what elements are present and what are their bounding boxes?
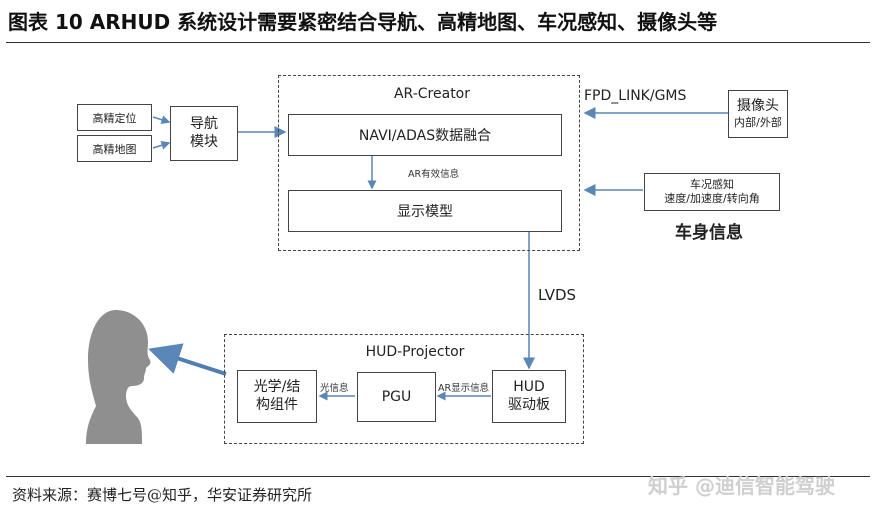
hd-map-box: 高精地图: [77, 135, 152, 162]
title-underline: [6, 42, 870, 43]
ar-display-info-label: AR显示信息: [438, 383, 490, 394]
head-silhouette-icon: [86, 310, 151, 444]
footer-rule: [6, 476, 870, 477]
arrow-projection: [148, 343, 227, 376]
ar-creator-title: AR-Creator: [393, 86, 470, 102]
hd-map-label: 高精地图: [92, 142, 137, 156]
fusion-label: NAVI/ADAS数据融合: [358, 128, 492, 144]
light-info-label: 光信息: [320, 383, 349, 394]
lvds-label: LVDS: [538, 286, 577, 304]
nav-module-box: 导航 模块: [170, 106, 238, 161]
source-note: 资料来源：赛博七号@知乎，华安证券研究所: [12, 486, 313, 504]
ar-info-label: AR有效信息: [408, 169, 460, 180]
fpd-link-label: FPD_LINK/GMS: [584, 88, 687, 104]
watermark: 知乎 @迪信智能驾驶: [648, 474, 835, 498]
camera-subtitle: 内部/外部: [734, 115, 782, 129]
vehicle-info-caption: 车身信息: [675, 223, 743, 243]
vehicle-state-box: 车况感知 速度/加速度/转向角: [644, 173, 780, 211]
fusion-box: NAVI/ADAS数据融合: [288, 114, 562, 156]
hd-positioning-label: 高精定位: [92, 111, 137, 125]
camera-box: 摄像头 内部/外部: [728, 90, 788, 138]
arrow-hd-positioning: [152, 115, 171, 125]
hud-board-line2: 驱动板: [508, 396, 550, 413]
camera-title: 摄像头: [737, 98, 779, 115]
figure-title: 图表 10 ARHUD 系统设计需要紧密结合导航、高精地图、车况感知、摄像头等: [8, 10, 718, 34]
hud-projector-container: [224, 334, 584, 444]
optics-box: 光学/结 构组件: [237, 370, 317, 423]
pgu-box: PGU: [357, 372, 436, 422]
vehicle-state-title: 车况感知: [690, 178, 734, 192]
vehicle-state-subtitle: 速度/加速度/转向角: [664, 192, 760, 205]
nav-module-line2: 模块: [190, 133, 218, 150]
ar-creator-container: [278, 75, 580, 251]
hud-projector-title: HUD-Projector: [365, 344, 465, 360]
hud-board-line1: HUD: [513, 379, 545, 395]
hd-positioning-box: 高精定位: [77, 104, 152, 131]
nav-module-line1: 导航: [190, 116, 218, 132]
optics-line2: 构组件: [256, 396, 298, 413]
display-model-box: 显示模型: [288, 190, 562, 232]
pgu-label: PGU: [381, 389, 412, 405]
hud-board-box: HUD 驱动板: [492, 370, 566, 423]
optics-line1: 光学/结: [253, 379, 301, 395]
arrow-hd-map: [152, 140, 171, 150]
display-model-label: 显示模型: [397, 204, 453, 220]
